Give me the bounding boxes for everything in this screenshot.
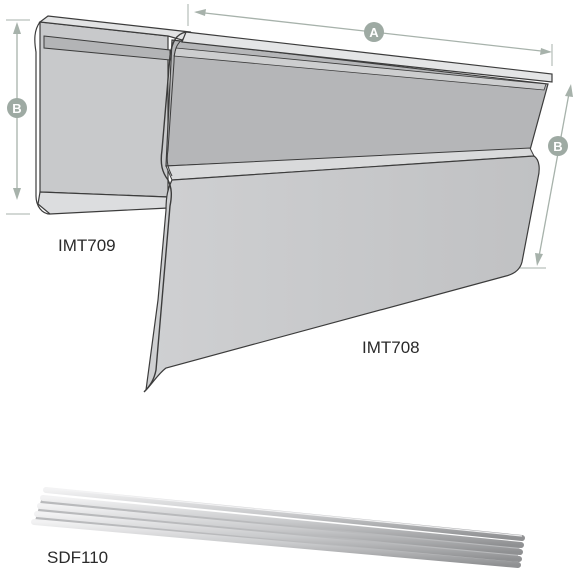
dimension-b-right-line xyxy=(537,87,571,263)
profile-imt709 xyxy=(34,15,192,215)
profile-sdf110 xyxy=(31,487,525,568)
label-imt708: IMT708 xyxy=(362,338,420,357)
profile-imt708 xyxy=(143,31,553,393)
dimension-b-right-badge-text: B xyxy=(553,139,562,154)
dimension-b-left-badge-text: B xyxy=(12,101,21,116)
dimension-a-badge xyxy=(364,22,384,42)
dimension-a: A xyxy=(187,4,553,66)
dimension-b-left-badge xyxy=(7,98,27,118)
imt709-left-edge xyxy=(34,21,51,215)
sdf110-highlight xyxy=(45,487,523,537)
dimension-a-badge-text: A xyxy=(369,25,379,40)
dimension-b-left: B xyxy=(6,19,30,215)
imt708-top-lip xyxy=(181,31,553,83)
label-imt709: IMT709 xyxy=(58,236,116,255)
sdf110-rib-5 xyxy=(31,519,521,568)
dimension-b-left-arrow-bottom xyxy=(13,188,21,200)
imt708-left-bend-inner xyxy=(166,39,183,177)
sdf110-rib-4 xyxy=(34,511,522,562)
sdf110-rib-3 xyxy=(37,503,523,555)
dimension-b-right: B xyxy=(520,84,573,269)
dimension-b-right-badge xyxy=(548,136,568,156)
imt709-bottom-flange xyxy=(37,191,169,215)
imt708-front-face xyxy=(145,155,540,392)
imt708-left-bend xyxy=(143,31,187,393)
sdf110-rib-2 xyxy=(40,495,524,548)
dimension-b-right-arrow-bottom xyxy=(535,253,543,266)
sdf110-rib-1 xyxy=(43,487,525,541)
dimension-b-right-arrow-top xyxy=(565,84,573,97)
dimension-b-left-arrow-top xyxy=(13,22,21,34)
label-sdf110: SDF110 xyxy=(47,548,109,567)
dimension-a-arrow-start xyxy=(194,9,206,16)
dimension-a-arrow-end xyxy=(540,48,552,55)
